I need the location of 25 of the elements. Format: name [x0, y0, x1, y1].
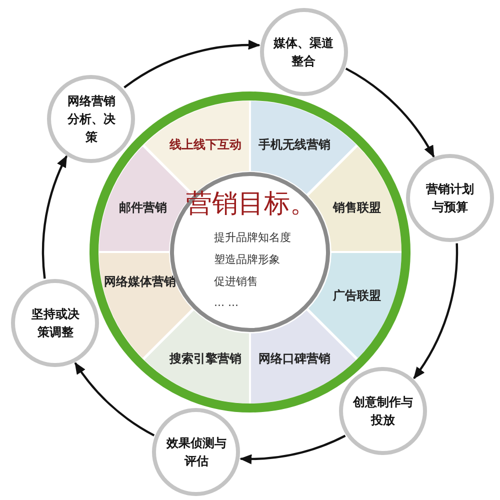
arrow: [124, 40, 260, 88]
segment-label: 线上线下互动: [170, 136, 242, 154]
arrow: [74, 362, 155, 436]
segment-label: 销售联盟: [333, 199, 382, 216]
arrow: [413, 243, 458, 380]
arrow: [345, 68, 435, 158]
step-label: 效果侦测与评估: [165, 434, 228, 470]
segment-label: 手机无线营销: [258, 136, 330, 154]
goal-item: 提升品牌知名度: [214, 230, 291, 245]
step-label: 创意制作与投放: [352, 394, 414, 429]
segment-label: 网络媒体营销: [104, 273, 176, 290]
segment-label: 网络口碑营销: [258, 350, 330, 368]
segment-label: 邮件营销: [118, 199, 167, 216]
arrow: [240, 434, 346, 464]
step-label: 营销计划与预算: [424, 181, 475, 216]
segment-label: 广告联盟: [333, 288, 382, 305]
goal-item: 塑造品牌形象: [214, 252, 280, 267]
goal-item: 促进销售: [214, 274, 258, 289]
goal-item: ... ...: [214, 296, 238, 309]
step-label: 网络营销分析、决策: [66, 92, 116, 146]
center-title: 营销目标。: [186, 188, 316, 221]
segment-label: 搜索引擎营销: [170, 350, 242, 368]
step-label: 坚持或决策调整: [30, 306, 80, 341]
arrow: [42, 155, 68, 279]
step-label: 媒体、渠道整合: [272, 35, 335, 70]
